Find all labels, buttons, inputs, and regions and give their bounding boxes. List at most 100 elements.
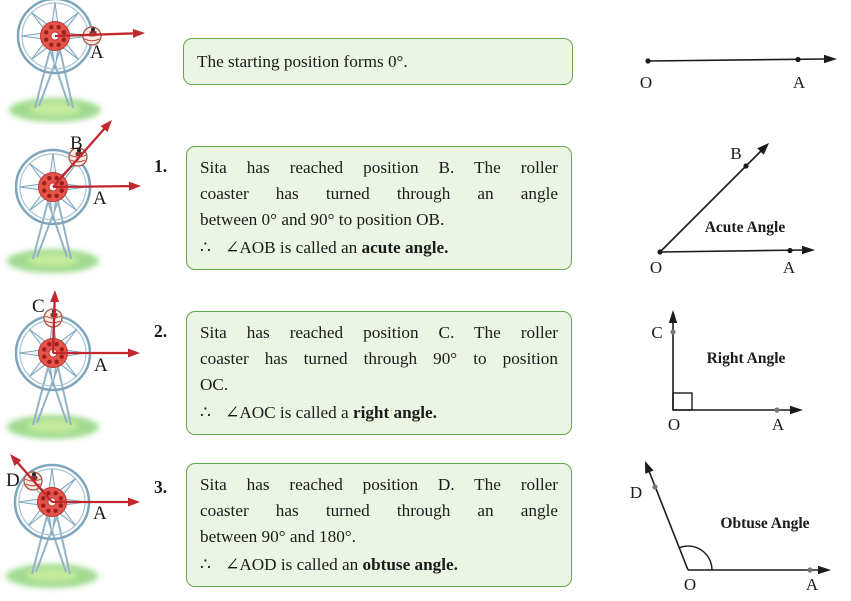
hub-dot: [42, 181, 47, 186]
conclusion-text: ∠AOC is called a: [224, 403, 349, 423]
hub-dot: [47, 359, 52, 364]
rotation-ray-arrow: [13, 457, 53, 503]
rider-figure: [91, 27, 95, 32]
right-angle-square: [672, 392, 693, 411]
conclusion-term: acute angle.: [361, 238, 449, 258]
support-leg: [32, 366, 49, 426]
info-text-line: Sita has reached position D. The roller: [200, 475, 558, 494]
hub-dot: [47, 176, 52, 181]
point-a-dot: [795, 56, 801, 63]
hub-dot: [49, 25, 54, 30]
support-leg: [32, 200, 49, 260]
hub-dot: [49, 42, 54, 47]
wheel-label-b: B: [70, 133, 83, 154]
conclusion-term: obtuse angle.: [362, 555, 458, 575]
hub-dot: [42, 354, 47, 359]
rotation-ray-arrowhead: [10, 454, 22, 466]
info-box-start: The starting position forms 0°.: [183, 38, 573, 85]
point-a-label: A: [806, 575, 819, 594]
hub-dot: [59, 347, 64, 352]
point-b-dot: [743, 163, 749, 169]
hub-dot: [47, 193, 52, 198]
rotation-ray-arrowhead: [128, 497, 140, 507]
info-text-line: Sita has reached position C. The roller: [200, 323, 558, 342]
vertex-o-label: O: [650, 258, 662, 277]
hub-dot: [41, 496, 46, 501]
ray-arrowhead: [818, 565, 831, 575]
info-box-obtuse: Sita has reached position D. The roller …: [186, 463, 572, 588]
info-box-acute: Sita has reached position B. The roller …: [186, 146, 572, 271]
wheel-label-d: D: [6, 470, 20, 491]
conclusion-line: ∴ ∠AOC is called a right angle.: [200, 400, 558, 426]
ferris-wheel-obtuse-illustration: [6, 454, 140, 588]
wheel-label-a: A: [93, 188, 107, 209]
hub-dot: [59, 188, 64, 193]
hub-dot: [59, 181, 64, 186]
ferris-wheel-right-illustration: [7, 290, 140, 439]
angle-caption: Obtuse Angle: [720, 515, 809, 532]
ferris-wheel-acute-illustration: [7, 120, 141, 273]
info-text-line: Sita has reached position B. The roller: [200, 158, 558, 177]
hub-dot: [54, 359, 59, 364]
hub-dot: [54, 342, 59, 347]
obtuse-angle-arc: [678, 545, 713, 571]
vertex-o-label: O: [684, 575, 696, 594]
therefore-symbol: ∴: [200, 403, 211, 423]
rotation-ray-arrowhead: [128, 348, 140, 358]
vertex-o-label: O: [668, 415, 680, 434]
wheel-label-a: A: [90, 42, 104, 63]
info-text-line: coaster has turned through 90° to positi…: [200, 348, 558, 368]
hub-dot: [61, 30, 66, 35]
conclusion-term: right angle.: [352, 403, 437, 423]
hub-dot: [54, 176, 59, 181]
hub-dot: [46, 491, 51, 496]
support-leg: [34, 49, 51, 109]
point-a-label: A: [783, 258, 796, 277]
point-c-dot: [670, 329, 676, 335]
info-text: The starting position forms 0°.: [197, 51, 408, 71]
rotation-ray-arrowhead: [128, 181, 141, 191]
rotation-ray-arrow: [51, 295, 56, 354]
point-d-dot: [652, 484, 658, 490]
ray-arrowhead: [790, 405, 803, 415]
angle-caption: Acute Angle: [705, 219, 786, 236]
ray-arrowhead: [645, 461, 654, 474]
hub-dot: [44, 37, 49, 42]
point-o-dot: [645, 58, 651, 64]
rotation-ray-arrowhead: [100, 120, 112, 132]
therefore-symbol: ∴: [200, 238, 211, 258]
hub-dot: [61, 37, 66, 42]
info-text-line: coaster has turned through an angle: [200, 183, 558, 203]
angle-caption: Right Angle: [707, 350, 786, 367]
point-a-dot: [807, 567, 813, 573]
hub-dot: [42, 188, 47, 193]
info-box-right: Sita has reached position C. The roller …: [186, 311, 572, 436]
item-number-1: 1.: [154, 156, 168, 176]
support-leg: [59, 49, 74, 109]
wheel-label-a: A: [93, 503, 107, 524]
conclusion-line: ∴ ∠AOB is called an acute angle.: [200, 235, 558, 261]
point-b-label: B: [730, 144, 741, 163]
hub-dot: [42, 347, 47, 352]
item-number-3: 3.: [154, 477, 168, 497]
hub-dot: [47, 342, 52, 347]
point-a-dot: [787, 247, 793, 254]
ray-arrowhead: [824, 54, 837, 64]
wheel-label-c: C: [32, 296, 45, 317]
wheel-label-a: A: [94, 355, 108, 376]
info-text-line: coaster has turned through an angle: [200, 500, 558, 520]
hub-dot: [58, 496, 63, 501]
point-a-label: A: [793, 73, 806, 92]
conclusion-text: ∠AOB is called an: [224, 238, 358, 258]
rotation-ray-arrowhead: [132, 28, 145, 38]
rotation-ray-arrow: [52, 123, 109, 188]
hub-dot: [56, 42, 61, 47]
point-o-label: O: [640, 73, 652, 92]
point-d-label: D: [630, 483, 642, 502]
ferris-wheel-start-illustration: [9, 0, 145, 122]
info-text-line: between 90° and 180°.: [200, 526, 356, 546]
ray-arrowhead: [802, 245, 815, 255]
acute-angle-diagram: O A B Acute Angle: [650, 143, 815, 277]
info-text-line: OC.: [200, 374, 229, 394]
